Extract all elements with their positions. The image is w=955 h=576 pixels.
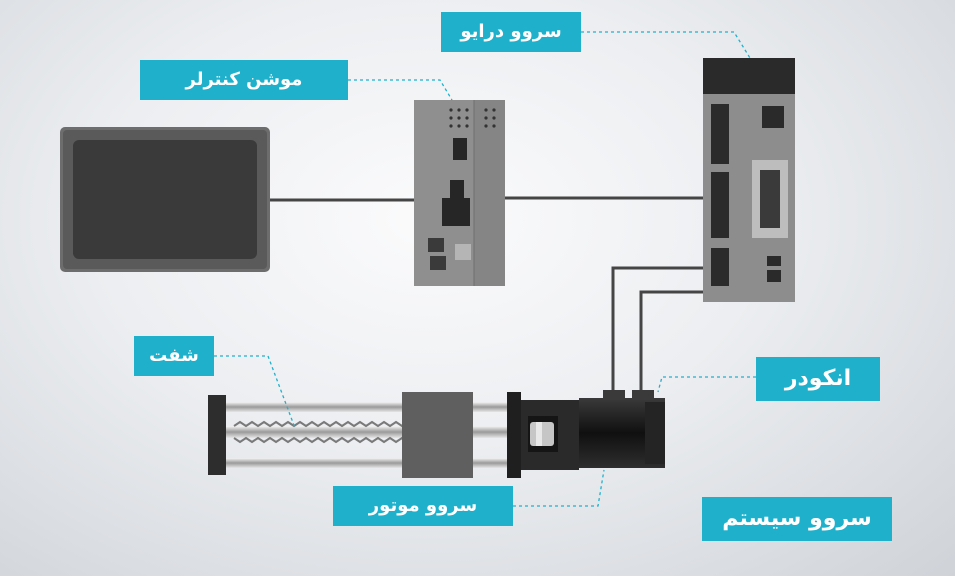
- shaft-leader-line: [214, 355, 296, 429]
- servo-drive-label: سروو درایو: [441, 12, 581, 52]
- motion-controller-label: موشن کنترلر: [140, 60, 348, 100]
- encoder-leader-line: [657, 376, 756, 393]
- encoder-label: انکودر: [756, 357, 880, 401]
- encoder-cable: [639, 290, 703, 390]
- servo-motor-device: [579, 390, 665, 468]
- servo-motor-leader-line: [513, 469, 605, 507]
- motion-controller-device: [414, 100, 505, 286]
- servo-drive-device: [703, 58, 795, 302]
- linear-actuator: [208, 392, 579, 478]
- shaft-label: شفت: [134, 336, 214, 376]
- motion-controller-leader-line: [348, 79, 453, 101]
- servo-drive-leader-line: [581, 31, 751, 59]
- servo-motor-label: سروو موتور: [333, 486, 513, 526]
- servo-system-title: سروو سیستم: [702, 497, 892, 541]
- hmi-touch-panel: [60, 127, 270, 272]
- motor-power-cable: [611, 266, 703, 390]
